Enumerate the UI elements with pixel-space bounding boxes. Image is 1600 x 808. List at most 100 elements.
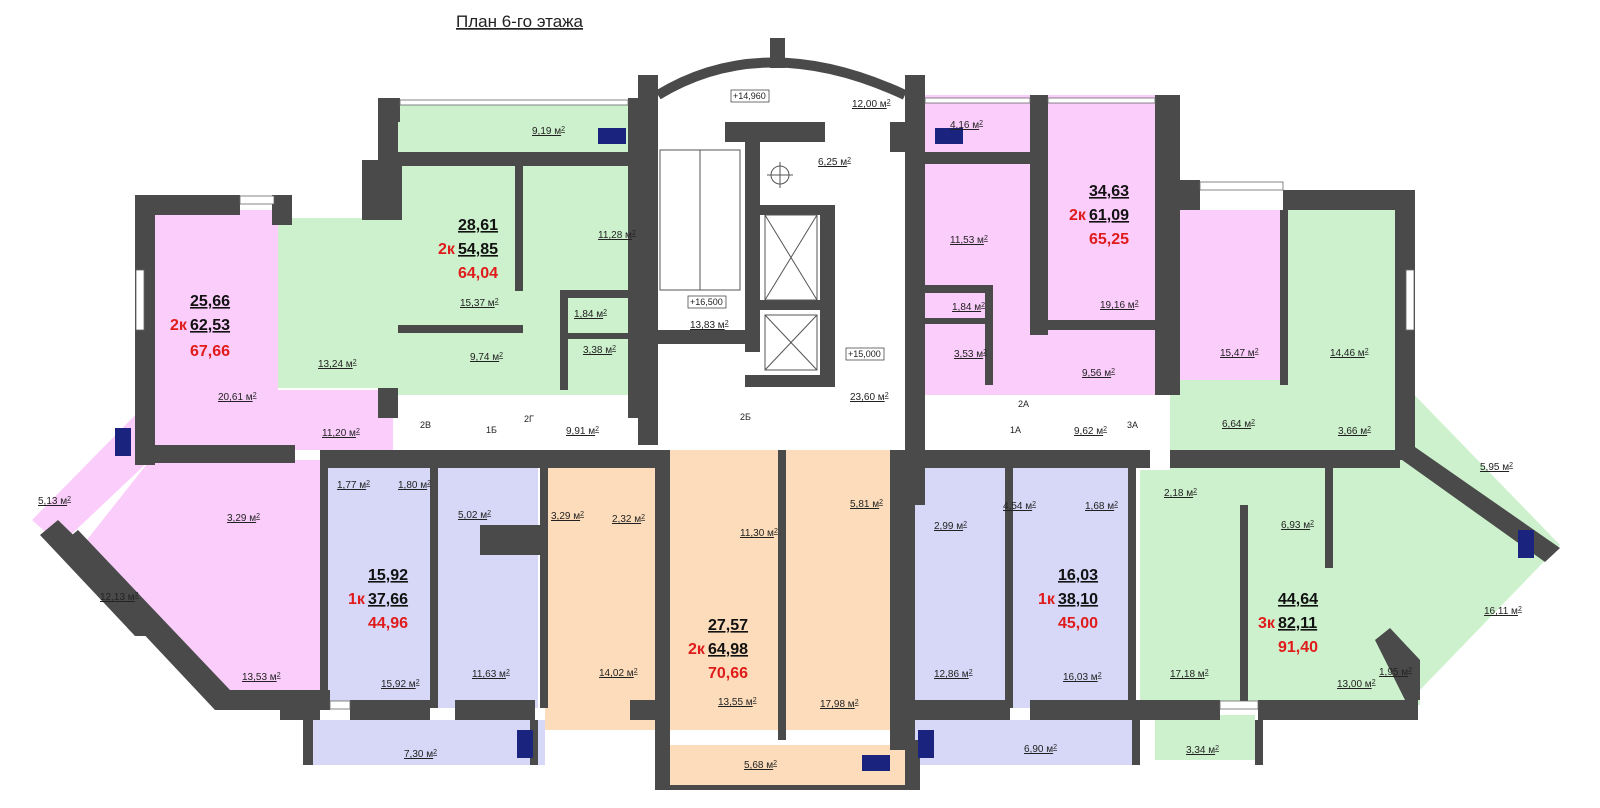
room-fill-loggia-right-bottom <box>1155 715 1255 760</box>
apt-total-area: 61,09 <box>1089 207 1129 224</box>
room-area-label: 3,66 м2 <box>1338 426 1371 438</box>
room-fill-apt-27-57 <box>545 450 910 730</box>
room-area-label: 13,53 м2 <box>242 672 281 684</box>
room-area-label: 6,25 м2 <box>818 157 851 169</box>
level-mark: +15,000 <box>848 349 881 359</box>
level-mark: +14,960 <box>733 91 766 101</box>
room-fill-room-13-24 <box>278 218 388 388</box>
apt-summary-44-64: 44,64 3к 82,11 91,40 <box>1258 591 1318 656</box>
room-area-label: 17,18 м2 <box>1170 669 1209 681</box>
room-area-label: 6,90 м2 <box>1024 744 1057 756</box>
room-area-label: 5,13 м2 <box>38 496 71 508</box>
room-area-label: 12,00 м2 <box>852 99 891 111</box>
room-area-label: 3,29 м2 <box>227 513 260 525</box>
apt-total-area: 62,53 <box>190 317 230 334</box>
apt-room-count: 3к <box>1258 615 1276 632</box>
level-marks: +14,960 +16,500 +15,000 <box>687 89 885 361</box>
room-area-label: 4,54 м2 <box>1003 501 1036 513</box>
room-area-label: 19,16 м2 <box>1100 300 1139 312</box>
room-area-label: 11,30 м2 <box>740 528 778 540</box>
room-area-label: 9,19 м2 <box>532 126 565 138</box>
room-area-label: 5,81 м2 <box>850 499 883 511</box>
room-area-label: 11,53 м2 <box>950 235 988 247</box>
room-area-label: 9,62 м2 <box>1074 426 1107 438</box>
room-area-label: 3,34 м2 <box>1186 745 1219 757</box>
level-box <box>687 295 727 309</box>
room-area-label: 5,02 м2 <box>458 510 491 522</box>
room-area-label: 14,46 м2 <box>1330 348 1369 360</box>
apt-full-area: 65,25 <box>1089 231 1129 248</box>
section-mark: 1А <box>1010 425 1021 435</box>
room-area-label: 15,92 м2 <box>381 679 420 691</box>
room-fill-apt-16-03 <box>912 468 1134 708</box>
room-area-label: 23,60 м2 <box>850 392 889 404</box>
room-area-label: 13,55 м2 <box>718 697 757 709</box>
room-area-label: 1,95 м2 <box>1379 667 1412 679</box>
apt-full-area: 70,66 <box>708 665 748 682</box>
staircase <box>659 149 818 371</box>
apt-full-area: 44,96 <box>368 615 408 632</box>
level-mark: +16,500 <box>690 297 723 307</box>
section-mark: 3А <box>1127 420 1138 430</box>
room-area-label: 16,11 м2 <box>1484 606 1522 618</box>
room-area-label: 1,80 м2 <box>398 480 431 492</box>
level-box <box>730 89 770 103</box>
room-area-label: 4,16 м2 <box>950 120 983 132</box>
room-area-label: 9,91 м2 <box>566 426 599 438</box>
apt-room-count: 1к <box>348 591 366 608</box>
section-mark: 2Б <box>740 412 751 422</box>
room-area-label: 1,68 м2 <box>1085 501 1118 513</box>
room-area-label: 2,32 м2 <box>612 514 645 526</box>
room-area-labels: 9,19 м2 12,00 м2 4,16 м2 6,25 м2 11,28 м2 11,… <box>38 99 1522 772</box>
apt-living-area: 15,92 <box>368 567 408 584</box>
room-fill-apt-lower-left <box>75 460 385 705</box>
room-area-label: 14,02 м2 <box>599 668 638 680</box>
room-fill-apt-44-64-top <box>1283 200 1395 390</box>
section-marks: 2В 1Б 2Г 2Б 1А 2А 3А <box>420 399 1138 435</box>
level-box <box>845 347 885 361</box>
windows <box>135 97 1415 710</box>
section-mark: 1Б <box>486 425 497 435</box>
room-fill-apt-15-92 <box>320 468 538 708</box>
section-mark: 2Г <box>524 414 534 424</box>
room-area-label: 13,00 м2 <box>1337 679 1376 691</box>
room-area-label: 2,99 м2 <box>934 521 967 533</box>
room-area-label: 2,18 м2 <box>1164 488 1197 500</box>
apt-room-count: 1к <box>1038 591 1056 608</box>
apartment-summaries: 25,66 2к 62,53 67,66 28,61 2к 54,85 64,0… <box>170 183 1318 682</box>
apt-total-area: 82,11 <box>1278 615 1317 632</box>
apt-summary-16-03: 16,03 1к 38,10 45,00 <box>1038 567 1098 632</box>
room-fill-apt-25-66 <box>150 210 393 450</box>
apt-living-area: 25,66 <box>190 293 230 310</box>
room-area-label: 11,20 м2 <box>322 428 360 440</box>
room-area-label: 20,61 м2 <box>218 392 257 404</box>
room-area-label: 9,56 м2 <box>1082 368 1115 380</box>
room-area-label: 9,74 м2 <box>470 352 503 364</box>
apt-room-count: 2к <box>438 241 456 258</box>
vent-icons <box>115 128 1534 771</box>
apt-full-area: 67,66 <box>190 343 230 360</box>
room-area-label: 11,28 м2 <box>598 230 636 242</box>
room-area-label: 5,68 м2 <box>744 760 777 772</box>
room-area-label: 15,47 м2 <box>1220 348 1259 360</box>
section-mark: 2В <box>420 420 431 430</box>
room-area-label: 7,30 м2 <box>404 749 437 761</box>
room-area-label: 5,95 м2 <box>1480 462 1513 474</box>
apt-summary-15-92: 15,92 1к 37,66 44,96 <box>348 567 408 632</box>
room-fill-loggia-bottom-left <box>310 720 545 765</box>
room-area-label: 3,29 м2 <box>551 511 584 523</box>
room-area-label: 1,84 м2 <box>574 309 607 321</box>
apt-total-area: 64,98 <box>708 641 748 658</box>
apt-summary-34-63: 34,63 2к 61,09 65,25 <box>1069 183 1129 248</box>
apt-living-area: 16,03 <box>1058 567 1098 584</box>
apt-living-area: 34,63 <box>1089 183 1129 200</box>
apt-living-area: 28,61 <box>458 217 498 234</box>
apt-summary-25-66: 25,66 2к 62,53 67,66 <box>170 293 230 360</box>
room-area-label: 3,53 м2 <box>954 349 987 361</box>
section-mark: 2А <box>1018 399 1029 409</box>
room-area-label: 1,77 м2 <box>337 480 370 492</box>
room-area-label: 1,84 м2 <box>952 302 985 314</box>
room-area-label: 15,37 м2 <box>460 298 499 310</box>
apt-summary-27-57: 27,57 2к 64,98 70,66 <box>688 617 748 682</box>
